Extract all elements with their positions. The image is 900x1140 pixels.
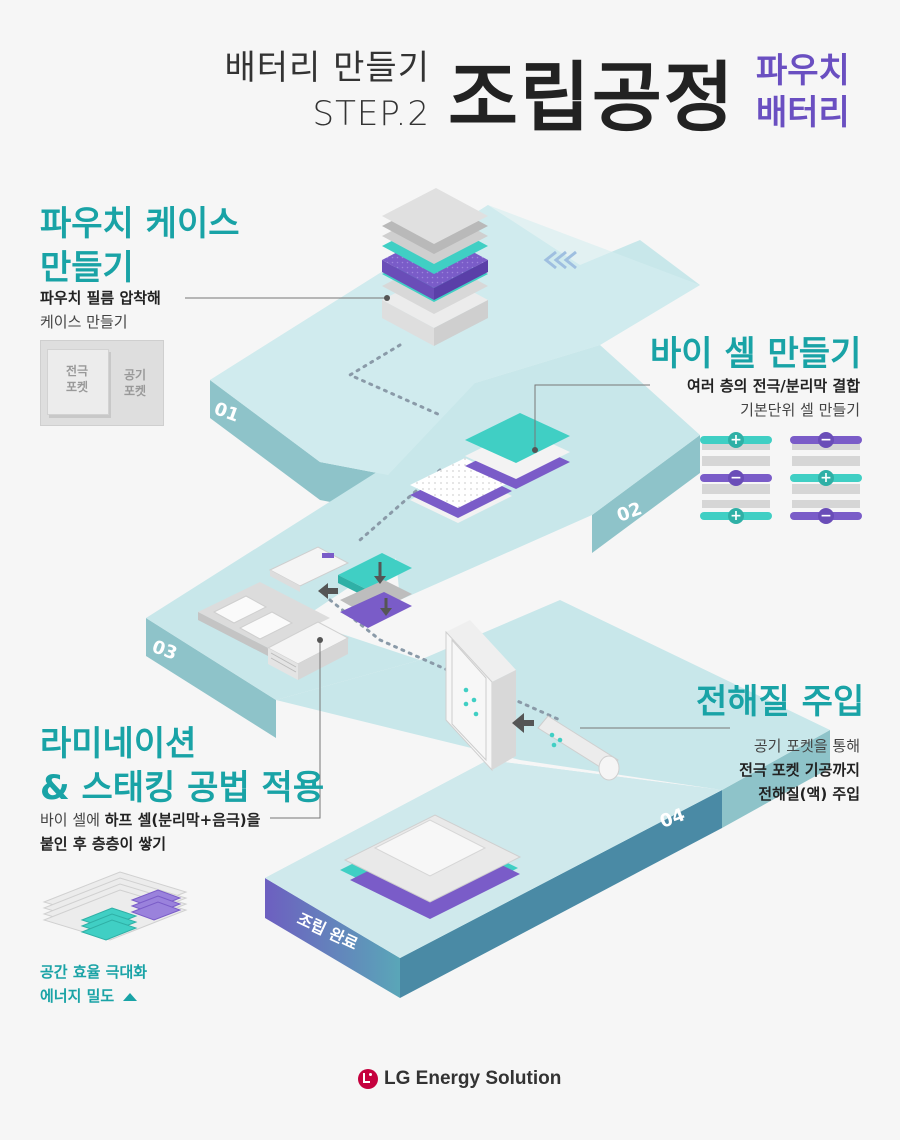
electrode-pocket xyxy=(47,349,109,415)
pouch-cell-electrolyte xyxy=(445,620,620,781)
pouch-case-card: 전극 포켓 공기 포켓 xyxy=(40,340,164,426)
lg-logo-icon xyxy=(358,1069,378,1089)
step3-title-line2: & 스태킹 공법 적용 xyxy=(40,768,325,808)
step4-desc-line3: 전해질(액) 주입 xyxy=(758,785,860,803)
direction-chevrons xyxy=(543,250,577,270)
electrode-pocket-label: 전극 포켓 xyxy=(65,364,89,394)
air-pocket-label: 공기 포켓 xyxy=(123,368,147,398)
company-name: LG Energy Solution xyxy=(384,1068,562,1089)
finished-cell xyxy=(340,814,522,919)
bicell-diagram-c: − + − xyxy=(790,432,862,524)
header-side1: 파우치 xyxy=(756,51,850,91)
step2-desc-line1: 여러 층의 전극/분리막 결합 xyxy=(687,377,860,395)
step2-title: 바이 셀 만들기 xyxy=(650,334,862,374)
header-line1: 배터리 만들기 xyxy=(224,48,430,88)
stacked-sheets-illustration xyxy=(42,871,188,941)
step4-desc-line2: 전극 포켓 기공까지 xyxy=(739,761,860,779)
lamination-process xyxy=(198,546,412,680)
benefit-line1: 공간 효율 극대화 xyxy=(40,963,148,981)
step1-desc-line1: 파우치 필름 압착해 xyxy=(40,289,161,307)
step3-desc-line1: 바이 셀에 하프 셀(분리막+음극)을 xyxy=(40,811,261,829)
step1-title-line2: 만들기 xyxy=(40,248,134,288)
end-block-side xyxy=(265,878,400,998)
header-line2: STEP.2 xyxy=(312,94,430,134)
bicell-diagram-a: + − + xyxy=(700,432,772,524)
page-title: 조립공정 xyxy=(448,53,736,142)
arrow-up-icon xyxy=(123,992,138,1001)
step1-desc-line2: 케이스 만들기 xyxy=(40,313,128,331)
benefit-line2: 에너지 밀도 xyxy=(40,984,138,1008)
step2-desc-line2: 기본단위 셀 만들기 xyxy=(740,401,860,419)
step4-desc-line1: 공기 포켓을 통해 xyxy=(753,737,860,755)
pouch-film-stack xyxy=(382,188,488,346)
step4-title: 전해질 주입 xyxy=(696,682,865,722)
step1-title-line1: 파우치 케이스 xyxy=(40,204,240,244)
step3-title-line1: 라미네이션 xyxy=(40,724,197,764)
step3-desc-line2: 붙인 후 층층이 쌓기 xyxy=(40,835,167,853)
footer-logo: LG Energy Solution xyxy=(358,1068,561,1090)
header-side2: 배터리 xyxy=(756,93,850,133)
bicell-layers xyxy=(410,413,570,523)
